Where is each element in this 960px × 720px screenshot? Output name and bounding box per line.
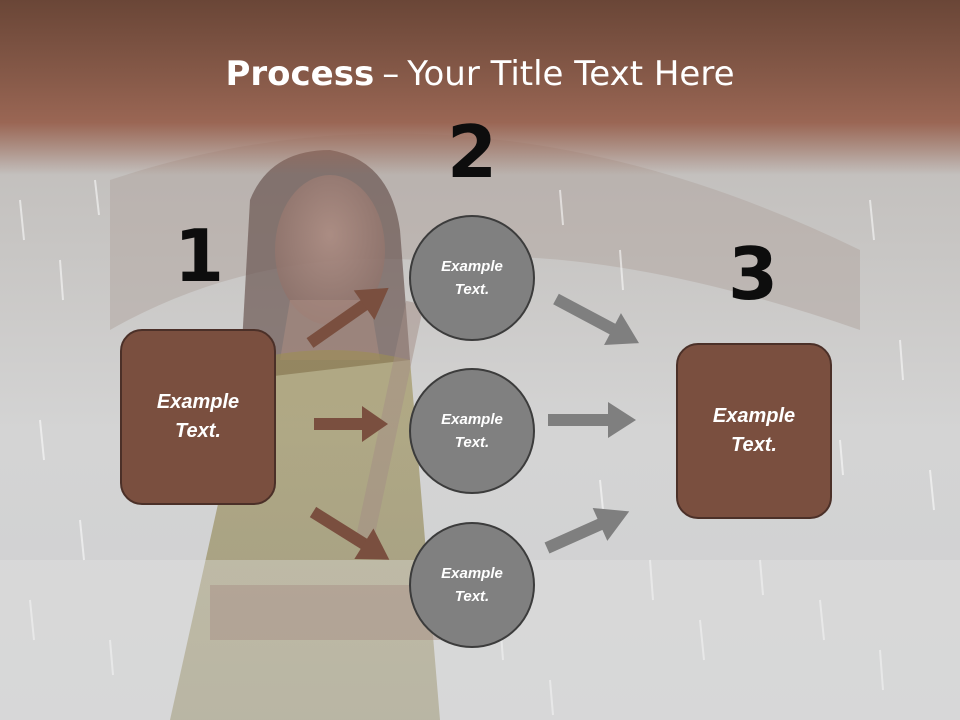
header-band (0, 0, 960, 175)
step-number-2: 2 (446, 110, 498, 194)
circle-top-label: Example Text. (441, 258, 503, 298)
step-1-box[interactable]: Example Text. (120, 329, 276, 505)
arrow-icon (309, 506, 390, 560)
arrow-icon (306, 287, 389, 348)
step-number-3: 3 (727, 232, 779, 316)
arrow-icon (544, 507, 630, 554)
slide-title: Process–Your Title Text Here (0, 52, 960, 96)
arrow-icon (553, 293, 639, 345)
step-2-circle-top[interactable]: Example Text. (409, 215, 535, 341)
step-3-label: Example Text. (712, 405, 796, 456)
step-number-1: 1 (173, 214, 225, 298)
title-bold: Process (225, 54, 375, 94)
title-rest: Your Title Text Here (407, 54, 735, 94)
circle-bottom-label: Example Text. (441, 565, 503, 605)
step-2-circle-bottom[interactable]: Example Text. (409, 522, 535, 648)
circle-middle-label: Example Text. (441, 411, 503, 451)
title-separator: – (382, 54, 400, 94)
arrow-icon (548, 402, 636, 438)
arrow-icon (314, 406, 388, 442)
step-1-label: Example Text. (156, 391, 240, 442)
step-2-circle-middle[interactable]: Example Text. (409, 368, 535, 494)
step-3-box[interactable]: Example Text. (676, 343, 832, 519)
